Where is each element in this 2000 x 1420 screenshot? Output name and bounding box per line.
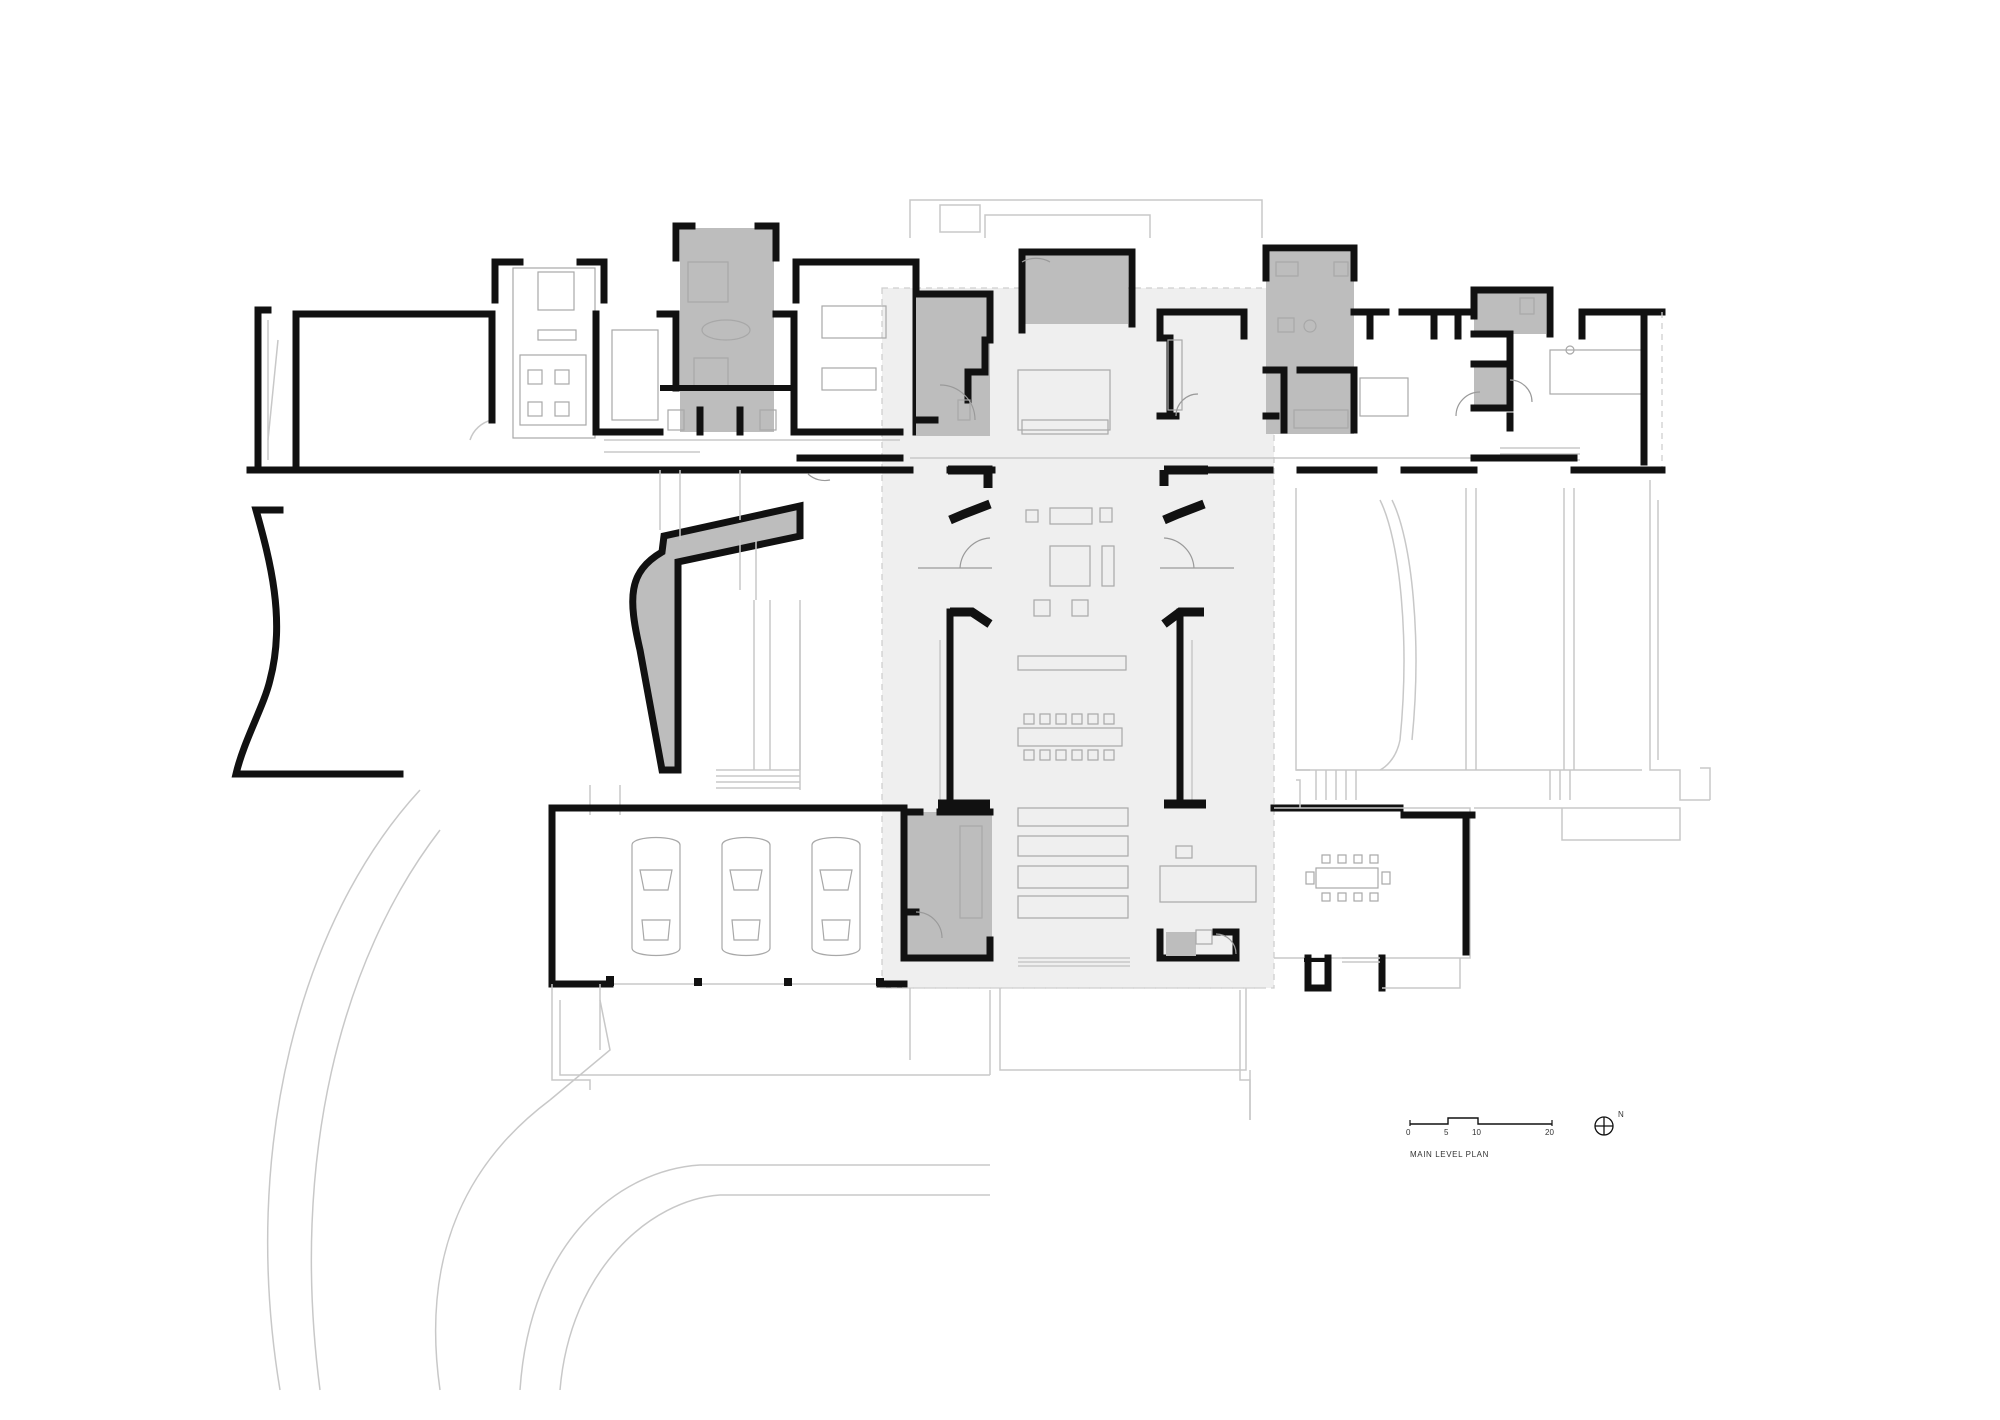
great-room-walls [918,369,1234,809]
scale-bar [1409,1117,1553,1126]
north-arrow-icon [1594,1116,1614,1136]
scale-label-10: 10 [1472,1128,1481,1137]
dining-pavilion [1270,804,1476,992]
south-context [880,987,1260,1120]
west-wing-walls [254,222,1136,474]
site-upper-terrace [909,199,1263,238]
parked-cars [631,836,861,957]
scale-label-0: 0 [1406,1128,1411,1137]
entry-court [231,466,804,790]
east-terraces [1295,480,1711,841]
garage [548,804,908,1090]
north-label: N [1618,1110,1624,1119]
north-corridor [254,454,1666,482]
plan-caption: MAIN LEVEL PLAN [1410,1150,1489,1159]
scale-label-5: 5 [1444,1128,1449,1137]
scale-label-20: 20 [1545,1128,1554,1137]
kitchen-south-block [900,807,1257,967]
